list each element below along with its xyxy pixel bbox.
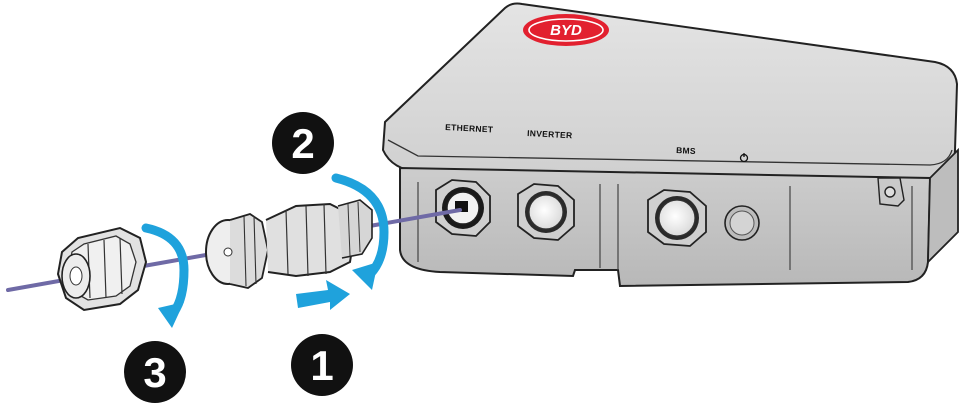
rotate-arrow-step-2 [331, 173, 389, 290]
inverter-port [517, 183, 575, 241]
bms-port [647, 189, 707, 247]
box-right-side [927, 147, 959, 265]
step-badge-3: 3 [124, 341, 186, 403]
step-number-3: 3 [143, 349, 166, 396]
port-label-ethernet: ETHERNET [445, 122, 494, 135]
box-lid [381, 2, 959, 184]
port-label-bms: BMS [676, 145, 696, 156]
junction-box: BYD ETHERNET INVERTER BMS [381, 2, 959, 288]
push-arrow-step-1 [296, 280, 350, 310]
step-badge-2: 2 [272, 112, 334, 174]
port-label-inverter: INVERTER [527, 128, 573, 140]
power-icon [739, 153, 749, 163]
blanking-plug [724, 205, 760, 241]
step-number-2: 2 [291, 120, 314, 167]
rj45-connector-icon [455, 201, 468, 212]
sealing-nut [56, 226, 148, 312]
gland-body [265, 199, 373, 278]
brand-logo: BYD [523, 14, 609, 46]
step-badge-1: 1 [291, 334, 353, 396]
rotate-arrow-step-3 [141, 223, 189, 328]
brand-logo-text: BYD [550, 22, 582, 39]
step-number-1: 1 [310, 342, 333, 389]
clamping-insert [205, 213, 269, 289]
ethernet-port [435, 179, 491, 237]
